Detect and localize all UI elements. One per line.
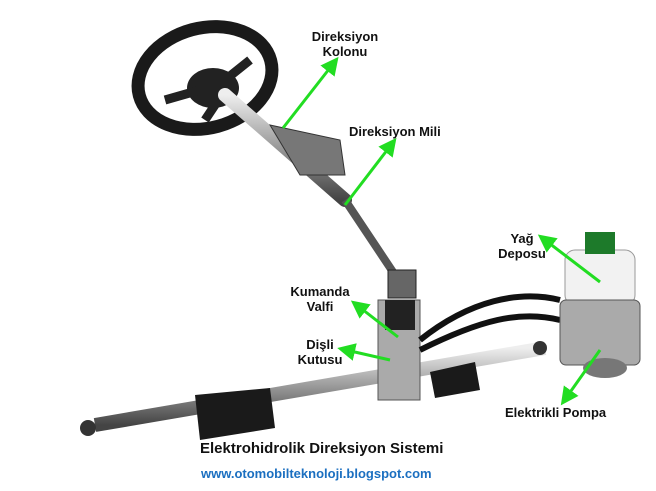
label-direksiyon-mili: Direksiyon Mili	[349, 124, 441, 139]
label-elektrikli-pompa: Elektrikli Pompa	[505, 405, 607, 420]
pointer-arrows	[281, 56, 602, 406]
label-line: Direksiyon	[311, 29, 379, 44]
steering-column	[218, 88, 417, 299]
label-line: Valfi	[306, 299, 334, 314]
diagram-title: Elektrohidrolik Direksiyon Sistemi	[200, 440, 444, 457]
steering-wheel	[131, 20, 279, 136]
label-direksiyon-kolonu: Direksiyon Kolonu	[305, 29, 385, 59]
label-kumanda-valfi: Kumanda Valfi	[285, 284, 355, 314]
label-line: Kolonu	[322, 44, 368, 59]
hydraulic-hoses	[418, 293, 561, 353]
label-line: Dişli	[306, 337, 334, 352]
label-line: Kumanda	[290, 284, 350, 299]
label-disli-kutusu: Dişli Kutusu	[290, 337, 350, 367]
label-line: Deposu	[498, 246, 546, 261]
label-line: Kutusu	[297, 352, 343, 367]
steering-rack	[80, 299, 547, 440]
pump-unit	[559, 232, 641, 378]
label-yag-deposu: Yağ Deposu	[492, 231, 552, 261]
source-url: www.otomobilteknoloji.blogspot.com	[201, 466, 432, 481]
label-line: Yağ	[510, 231, 534, 246]
